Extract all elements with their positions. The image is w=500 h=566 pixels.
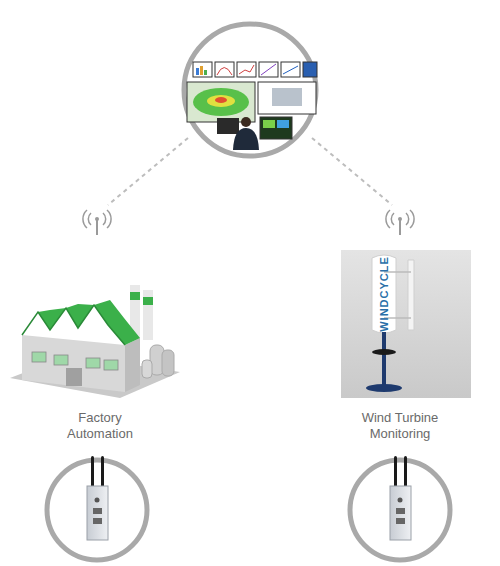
screen-detail: [263, 120, 275, 128]
antenna-icon: [83, 210, 111, 235]
monitor: [260, 117, 292, 139]
factory-side: [125, 338, 140, 392]
person-head: [241, 117, 251, 127]
node-label: Factory Automation: [52, 410, 148, 442]
antenna-waves: [386, 210, 414, 228]
window: [104, 360, 118, 370]
node-label: Wind Turbine Monitoring: [348, 410, 452, 442]
curve: [217, 68, 232, 76]
roof-edge: [22, 305, 125, 345]
tank: [142, 360, 152, 378]
brand-label: WINDCYCLE: [378, 256, 390, 332]
curve: [283, 66, 298, 74]
control-room: [187, 62, 317, 150]
bar: [200, 66, 203, 75]
model-shape: [215, 97, 227, 103]
door: [66, 368, 82, 386]
gateway-device: [390, 456, 411, 540]
screen-detail: [277, 120, 289, 128]
antenna-dot: [95, 217, 99, 221]
caption-node: Wind Turbine Monitoring: [348, 410, 452, 442]
factory-illustration: [10, 285, 180, 398]
chimney-band: [130, 292, 140, 300]
device-antenna: [394, 456, 397, 488]
gateway-device: [87, 456, 108, 540]
device-antenna: [404, 456, 407, 488]
dashed-link: [312, 138, 392, 205]
window: [54, 355, 68, 365]
turbine-pole: [382, 332, 386, 386]
chimney: [143, 290, 153, 340]
device-circle: [350, 460, 450, 560]
device-port: [93, 508, 102, 514]
chart-screen: [259, 62, 278, 77]
person-body: [233, 128, 259, 150]
curve: [261, 64, 276, 75]
device-port: [396, 518, 405, 524]
antenna-mast: [96, 219, 98, 235]
window: [32, 352, 46, 362]
device-port: [95, 498, 100, 503]
model-screen: [187, 82, 255, 122]
device-antenna: [91, 456, 94, 488]
dashed-link: [108, 138, 188, 205]
turbine-ring: [372, 349, 396, 355]
model-shape: [193, 88, 249, 116]
chimney-band: [143, 297, 153, 305]
antenna-mast: [399, 219, 401, 235]
antenna-dot: [398, 217, 402, 221]
device-port: [93, 518, 102, 524]
turbine-sail: [372, 255, 396, 333]
turbine-base: [366, 384, 402, 392]
wind-turbine-photo: [341, 250, 471, 398]
chart-screen: [303, 62, 317, 77]
device-antenna: [101, 456, 104, 488]
device-body: [87, 486, 108, 540]
cad-part: [272, 88, 302, 106]
cad-screen: [258, 82, 316, 114]
sawtooth-roof: [22, 300, 140, 345]
chart-screen: [281, 62, 300, 77]
photo-background: [341, 250, 471, 398]
monitor: [217, 118, 239, 134]
curve: [239, 65, 254, 74]
device-port: [396, 508, 405, 514]
window: [86, 358, 100, 368]
bar: [196, 68, 199, 75]
monitor-circle: [184, 24, 316, 156]
antenna-waves: [83, 210, 111, 228]
model-shape: [207, 95, 235, 107]
caption-node: Factory Automation: [52, 410, 148, 442]
device-body: [390, 486, 411, 540]
chart-screen: [215, 62, 234, 77]
tank: [162, 350, 174, 376]
bar: [204, 70, 207, 75]
antenna-icon: [386, 210, 414, 235]
chart-screen: [237, 62, 256, 77]
factory-wall: [22, 335, 125, 392]
device-port: [398, 498, 403, 503]
device-circle: [47, 460, 147, 560]
chart-screen: [193, 62, 212, 77]
turbine-blade: [408, 260, 414, 330]
